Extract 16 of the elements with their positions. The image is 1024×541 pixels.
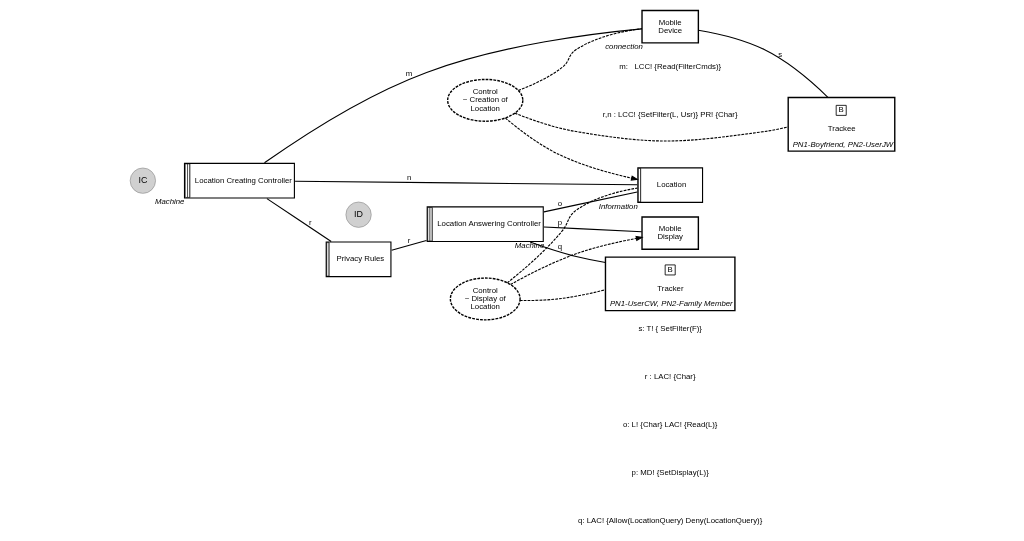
arrow <box>509 235 644 286</box>
node-circle: IC <box>129 167 156 194</box>
connector <box>518 289 606 302</box>
connector <box>506 187 638 284</box>
node-circle: ID <box>345 201 372 228</box>
connector <box>263 28 642 164</box>
connector <box>542 191 638 213</box>
arrow <box>504 117 639 181</box>
connector <box>542 226 642 233</box>
connector <box>513 112 789 142</box>
connector <box>294 180 638 186</box>
connector <box>265 198 332 243</box>
connector <box>390 239 427 251</box>
connector <box>529 241 606 264</box>
connector <box>697 29 829 99</box>
connector <box>517 28 643 91</box>
